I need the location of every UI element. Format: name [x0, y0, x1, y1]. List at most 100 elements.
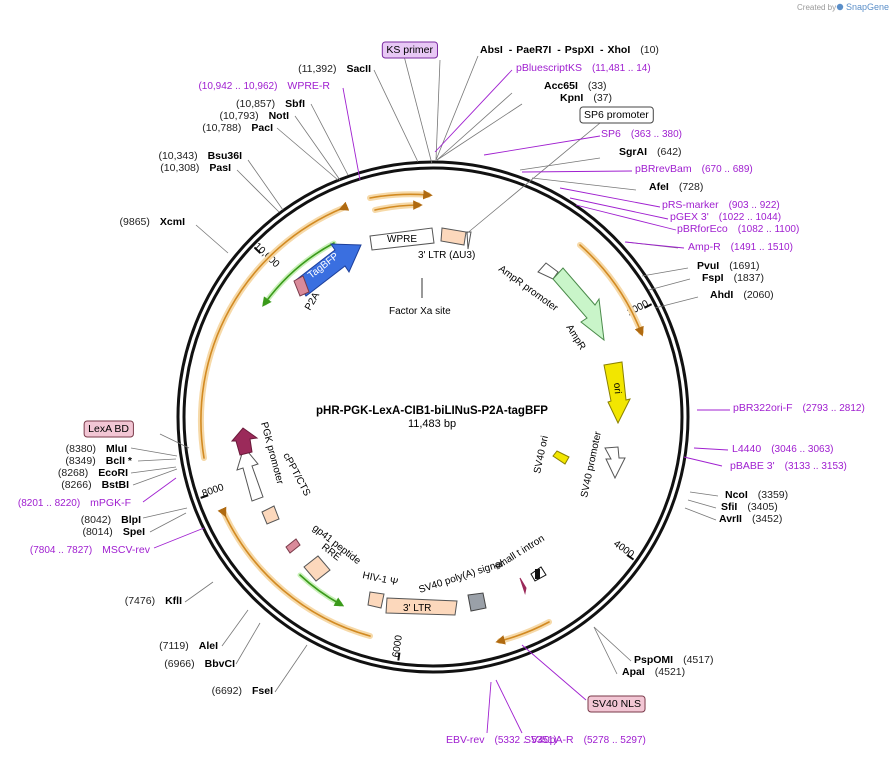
- enzyme-name: SfiI: [721, 501, 737, 513]
- site-label-prs-marker[interactable]: pRS-marker(903 .. 922): [662, 199, 780, 211]
- feature-3ltr[interactable]: 3' LTR: [385, 597, 458, 616]
- site-label-spei[interactable]: (8014)SpeI: [82, 526, 145, 538]
- site-label-fspi[interactable]: FspI(1837): [702, 272, 764, 284]
- enzyme-name: PspOMI: [634, 654, 673, 666]
- enzyme-name: PvuI: [697, 260, 719, 272]
- site-label-ebv-rev[interactable]: EBV-rev(5332 .. 5351): [446, 734, 557, 746]
- enzyme-position: (3405): [747, 501, 777, 513]
- primer-lines-right: [434, 69, 730, 734]
- ruler-tick-label: 8000: [201, 482, 226, 500]
- site-label-ahdi[interactable]: AhdI(2060): [710, 289, 774, 301]
- primer-name: MSCV-rev: [102, 544, 151, 556]
- feature-sv40-promoter[interactable]: SV40 promoter: [579, 430, 626, 499]
- enzyme-position: (8380): [66, 443, 96, 455]
- site-label-sfii[interactable]: SfiI (3405): [721, 501, 778, 513]
- site-label-alei[interactable]: (7119)AleI: [159, 640, 218, 652]
- site-label-ecori[interactable]: (8268)EcoRI: [58, 467, 128, 479]
- site-label-afei[interactable]: AfeI(728): [649, 181, 703, 193]
- enzyme-name: XhoI: [607, 44, 630, 56]
- site-label-sacii[interactable]: (11,392)SacII: [298, 63, 371, 75]
- site-label-pgex-3-[interactable]: pGEX 3'(1022 .. 1044): [670, 211, 781, 223]
- site-label-ncoi[interactable]: NcoI(3359): [725, 489, 788, 501]
- enzyme-position: (8349): [65, 455, 95, 467]
- plasmid-length: 11,483 bp: [408, 418, 456, 430]
- site-label-sbfi[interactable]: (10,857)SbfI: [236, 98, 305, 110]
- enzyme-position: (6692): [212, 685, 242, 697]
- site-label-pbrforeco[interactable]: pBRforEco(1082 .. 1100): [677, 223, 799, 235]
- primer-lines-left: [142, 87, 361, 549]
- site-label-pspomi[interactable]: PspOMI(4517): [634, 654, 713, 666]
- site-label-apai[interactable]: ApaI(4521): [622, 666, 685, 678]
- enzyme-position: (3452): [752, 513, 782, 525]
- feature-small-t-intron[interactable]: small t intron: [493, 533, 547, 582]
- enzyme-position: (3359): [758, 489, 788, 501]
- site-label-sv40pa-r[interactable]: SV40pA-R(5278 .. 5297): [524, 734, 646, 746]
- enzyme-position: (11,392): [298, 63, 336, 75]
- site-label-blpi[interactable]: (8042)BlpI: [81, 514, 141, 526]
- site-label-mscv-rev[interactable]: (7804 .. 7827)MSCV-rev: [30, 544, 151, 556]
- site-label-amp-r[interactable]: Amp-R (1491 .. 1510): [688, 241, 793, 253]
- site-label-wpre-r[interactable]: (10,942 .. 10,962)WPRE-R: [198, 80, 330, 92]
- site-label-kfli[interactable]: (7476)KflI: [125, 595, 182, 607]
- site-label-pvui[interactable]: PvuI (1691): [697, 260, 760, 272]
- site-label-pbr322ori-f[interactable]: pBR322ori-F(2793 .. 2812): [733, 402, 865, 414]
- enzyme-name: KpnI: [560, 92, 583, 104]
- site-label-fsei[interactable]: (6692)FseI: [212, 685, 273, 697]
- site-label-pbluescriptks[interactable]: pBluescriptKS(11,481 .. 14): [516, 62, 651, 74]
- ks-primer-label-box: [381, 41, 438, 59]
- ks-primer-label[interactable]: KS primer: [386, 44, 433, 56]
- feature-3ltr-du3[interactable]: 3' LTR (ΔU3): [418, 227, 475, 261]
- sv40-nls-label[interactable]: SV40 NLS: [592, 698, 641, 710]
- site-label-absi[interactable]: AbsI-PaeR7I-PspXI-XhoI(10): [480, 44, 659, 56]
- feature-sv40-ori[interactable]: SV40 ori: [532, 435, 570, 475]
- site-label-mlui[interactable]: (8380)MluI: [66, 443, 127, 455]
- pgk-promoter-label: PGK promoter: [258, 421, 285, 486]
- feature-ori[interactable]: ori: [603, 361, 631, 425]
- site-label-pasi[interactable]: (10,308)PasI: [160, 162, 231, 174]
- primer-position: (5332 .. 5351): [495, 735, 557, 746]
- enzyme-position: (33): [588, 80, 607, 92]
- enzyme-position: (10,308): [160, 162, 199, 174]
- snapgene-logo-icon: [836, 3, 844, 11]
- sv40-nls-label-box: [587, 695, 646, 713]
- sp6-promoter-label-box: [579, 106, 654, 124]
- site-label-xcmi[interactable]: (9865)XcmI: [120, 216, 186, 228]
- site-label-l4440[interactable]: L4440(3046 .. 3063): [732, 443, 833, 455]
- ruler-tick-mark: [644, 303, 653, 309]
- primer-position: (3046 .. 3063): [771, 444, 833, 455]
- primer-name: Amp-R: [688, 241, 721, 253]
- primer-position: (1491 .. 1510): [731, 242, 793, 253]
- primer-name: pRS-marker: [662, 199, 719, 211]
- site-label-sp6[interactable]: SP6(363 .. 380): [601, 128, 682, 140]
- primer-name: SV40pA-R: [524, 734, 574, 746]
- ori-label: ori: [611, 382, 623, 394]
- site-label-sgrai[interactable]: SgrAI(642): [619, 146, 682, 158]
- lexa-bd-label[interactable]: LexA BD: [88, 423, 129, 435]
- name-separator: -: [600, 44, 604, 56]
- feature-ampr-promoter[interactable]: AmpR promoter: [496, 262, 560, 314]
- site-label-mpgk-f[interactable]: (8201 .. 8220)mPGK-F: [18, 497, 131, 509]
- site-label-paci[interactable]: (10,788)PacI: [202, 122, 273, 134]
- site-label-bsu36i[interactable]: (10,343)Bsu36I: [158, 150, 242, 162]
- site-label-acc65i[interactable]: Acc65I(33): [544, 80, 607, 92]
- sp6-promoter-label[interactable]: SP6 promoter: [584, 109, 649, 121]
- site-label-avrii[interactable]: AvrII(3452): [719, 513, 782, 525]
- site-label-bstbi[interactable]: (8266)BstBI: [61, 479, 129, 491]
- enzyme-name: SbfI: [285, 98, 305, 110]
- wpre-label: WPRE: [387, 234, 417, 245]
- snapgene-brand: SnapGene: [846, 2, 889, 12]
- site-label-noti[interactable]: (10,793)NotI: [219, 110, 289, 122]
- feature-ampr[interactable]: AmpR: [552, 267, 605, 352]
- leader-lines-right: [435, 55, 719, 675]
- site-label-pbrrevbam[interactable]: pBRrevBam(670 .. 689): [635, 163, 753, 175]
- feature-wpre[interactable]: WPRE: [369, 227, 435, 251]
- site-label-bbvci[interactable]: (6966)BbvCI: [164, 658, 235, 670]
- enzyme-position: (1691): [729, 260, 759, 272]
- primer-position: (1022 .. 1044): [719, 212, 781, 223]
- orf-arcs: [197, 189, 644, 645]
- site-label-bcli-[interactable]: (8349)BclI *: [65, 455, 133, 467]
- site-label-kpni[interactable]: KpnI(37): [560, 92, 612, 104]
- feature-lexa[interactable]: [230, 427, 259, 456]
- enzyme-name: EcoRI: [98, 467, 128, 479]
- site-label-pbabe-3-[interactable]: pBABE 3'(3133 .. 3153): [730, 460, 847, 472]
